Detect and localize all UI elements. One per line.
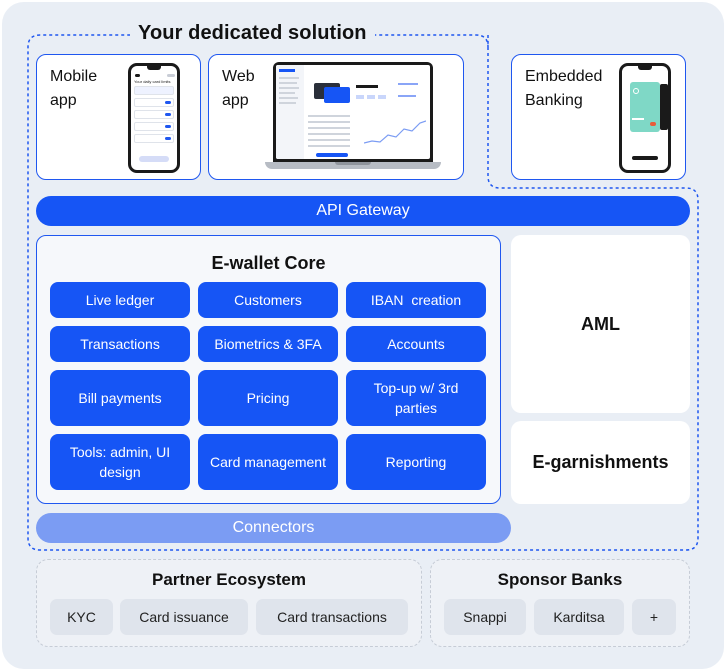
tile-tools-admin-ui-design: Tools: admin, UI design [50,434,190,490]
tile-top-up-3rd-parties: Top-up w/ 3rd parties [346,370,486,426]
tile-card-management: Card management [198,434,338,490]
connectors-bar: Connectors [36,513,511,543]
tile-iban-creation: IBAN creation [346,282,486,318]
sponsor-banks-panel: Sponsor Banks Snappi Karditsa + [430,559,690,647]
tile-transactions: Transactions [50,326,190,362]
sponsor-banks-title: Sponsor Banks [497,570,623,589]
tile-live-ledger: Live ledger [50,282,190,318]
e-wallet-core-panel: E-wallet Core Live ledger Customers IBAN… [36,235,501,504]
sponsor-chip-snappi: Snappi [444,599,526,635]
tile-biometrics-3fa: Biometrics & 3FA [198,326,338,362]
tile-reporting: Reporting [346,434,486,490]
embedded-banking-card: Embedded Banking [511,54,686,180]
sponsor-chip-more: + [632,599,676,635]
aml-box: AML [511,235,690,413]
section-title: Your dedicated solution [130,22,375,45]
tile-customers: Customers [198,282,338,318]
e-garnishments-box: E-garnishments [511,421,690,504]
partner-chip-card-transactions: Card transactions [256,599,408,635]
partner-chip-card-issuance: Card issuance [120,599,248,635]
web-app-card: Web app [208,54,464,180]
tile-accounts: Accounts [346,326,486,362]
embedded-phone-mockup [619,63,671,173]
mobile-phone-mockup: Your daily card limits [128,63,180,173]
tile-bill-payments: Bill payments [50,370,190,426]
web-app-label: Web app [222,68,255,109]
tile-pricing: Pricing [198,370,338,426]
sponsor-chip-karditsa: Karditsa [534,599,624,635]
partner-ecosystem-title: Partner Ecosystem [151,570,307,589]
partner-ecosystem-panel: Partner Ecosystem KYC Card issuance Card… [36,559,422,647]
mobile-app-label: Mobile app [50,68,98,109]
api-gateway-bar: API Gateway [36,196,690,226]
mobile-app-card: Mobile app Your daily card limits [36,54,201,180]
mobile-mockup-heading: Your daily card limits [134,79,171,84]
partner-chip-kyc: KYC [50,599,113,635]
e-wallet-core-title: E-wallet Core [211,253,326,273]
embedded-banking-label: Embedded Banking [525,68,603,109]
